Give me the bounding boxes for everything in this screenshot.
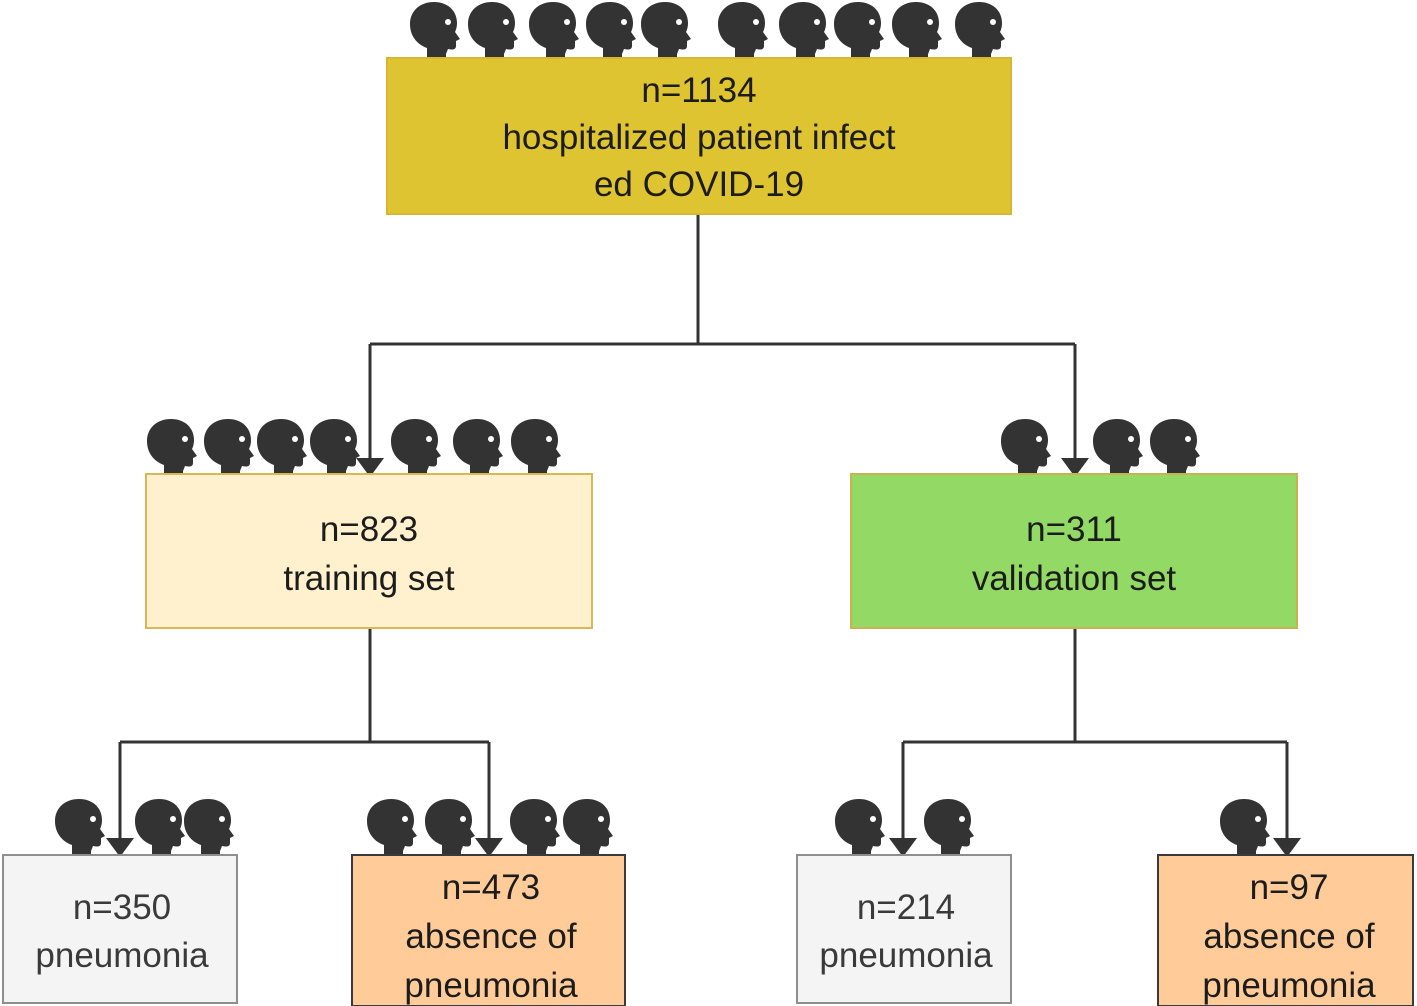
edge-validation-to-outcomes xyxy=(901,628,1289,838)
val-absence-box xyxy=(1157,854,1414,1006)
train-absence-label-line2: pneumonia xyxy=(404,966,578,1005)
val-pneumonia-box xyxy=(796,854,1012,1004)
root-label-line2: ed COVID-19 xyxy=(594,165,804,204)
person-head-icon xyxy=(391,419,441,475)
train-pneumonia-icons xyxy=(55,799,234,855)
person-head-icon xyxy=(779,2,829,58)
validation-node: n=311 validation set xyxy=(850,419,1298,629)
person-head-icon xyxy=(425,799,475,855)
arrowhead-training xyxy=(356,458,384,477)
training-box xyxy=(145,473,593,629)
validation-box xyxy=(850,473,1298,629)
person-head-icon xyxy=(510,799,560,855)
arrowhead-val-pneumonia xyxy=(889,838,917,857)
person-head-icon xyxy=(410,2,460,58)
person-head-icon xyxy=(204,419,254,475)
person-head-icon xyxy=(453,419,503,475)
training-icons xyxy=(147,419,561,475)
arrowhead-val-absence xyxy=(1273,838,1301,857)
validation-label: validation set xyxy=(972,559,1177,598)
train-pneumonia-count: n=350 xyxy=(73,888,171,927)
val-absence-label-line2: pneumonia xyxy=(1202,966,1376,1005)
validation-icons xyxy=(1001,419,1200,475)
root-label-line1: hospitalized patient infect xyxy=(502,118,895,157)
val-pneumonia-node: n=214 pneumonia xyxy=(796,799,1012,1004)
val-absence-label-line1: absence of xyxy=(1203,917,1375,956)
train-pneumonia-label: pneumonia xyxy=(35,936,209,975)
person-head-icon xyxy=(586,2,636,58)
person-head-icon xyxy=(955,2,1005,58)
val-absence-node: n=97 absence of pneumonia xyxy=(1157,799,1414,1006)
person-head-icon xyxy=(1150,419,1200,475)
person-head-icon xyxy=(835,799,885,855)
person-head-icon xyxy=(529,2,579,58)
edge-root-to-sets xyxy=(368,214,1077,458)
train-absence-node: n=473 absence of pneumonia xyxy=(351,799,626,1006)
arrowhead-validation xyxy=(1061,458,1089,477)
train-pneumonia-node: n=350 pneumonia xyxy=(2,799,238,1004)
person-head-icon xyxy=(641,2,691,58)
person-head-icon xyxy=(563,799,613,855)
train-absence-count: n=473 xyxy=(442,868,540,907)
validation-count: n=311 xyxy=(1026,510,1122,549)
training-node: n=823 training set xyxy=(145,419,593,629)
person-head-icon xyxy=(924,799,974,855)
person-head-icon xyxy=(834,2,884,58)
root-icons xyxy=(410,2,1005,58)
training-count: n=823 xyxy=(320,510,418,549)
person-head-icon xyxy=(718,2,768,58)
person-head-icon xyxy=(55,799,105,855)
person-head-icon xyxy=(184,799,234,855)
arrowhead-train-absence xyxy=(475,838,503,857)
person-head-icon xyxy=(147,419,197,475)
person-head-icon xyxy=(468,2,518,58)
training-label: training set xyxy=(283,559,454,598)
arrowhead-train-pneumonia xyxy=(106,838,134,857)
person-head-icon xyxy=(367,799,417,855)
root-box xyxy=(386,57,1012,215)
connectors xyxy=(106,214,1301,857)
train-absence-label-line1: absence of xyxy=(405,917,577,956)
person-head-icon xyxy=(257,419,307,475)
train-absence-box xyxy=(351,854,626,1006)
edge-training-to-outcomes xyxy=(118,628,491,838)
person-head-icon xyxy=(1093,419,1143,475)
val-absence-icons xyxy=(1220,799,1270,855)
val-absence-count: n=97 xyxy=(1250,868,1329,907)
val-pneumonia-count: n=214 xyxy=(857,888,955,927)
person-head-icon xyxy=(1001,419,1051,475)
train-pneumonia-box xyxy=(2,854,238,1004)
person-head-icon xyxy=(135,799,185,855)
person-head-icon xyxy=(511,419,561,475)
root-count: n=1134 xyxy=(641,71,756,110)
root-node: n=1134 hospitalized patient infect ed CO… xyxy=(386,2,1012,215)
val-pneumonia-label: pneumonia xyxy=(819,936,993,975)
person-head-icon xyxy=(310,419,360,475)
person-head-icon xyxy=(892,2,942,58)
person-head-icon xyxy=(1220,799,1270,855)
